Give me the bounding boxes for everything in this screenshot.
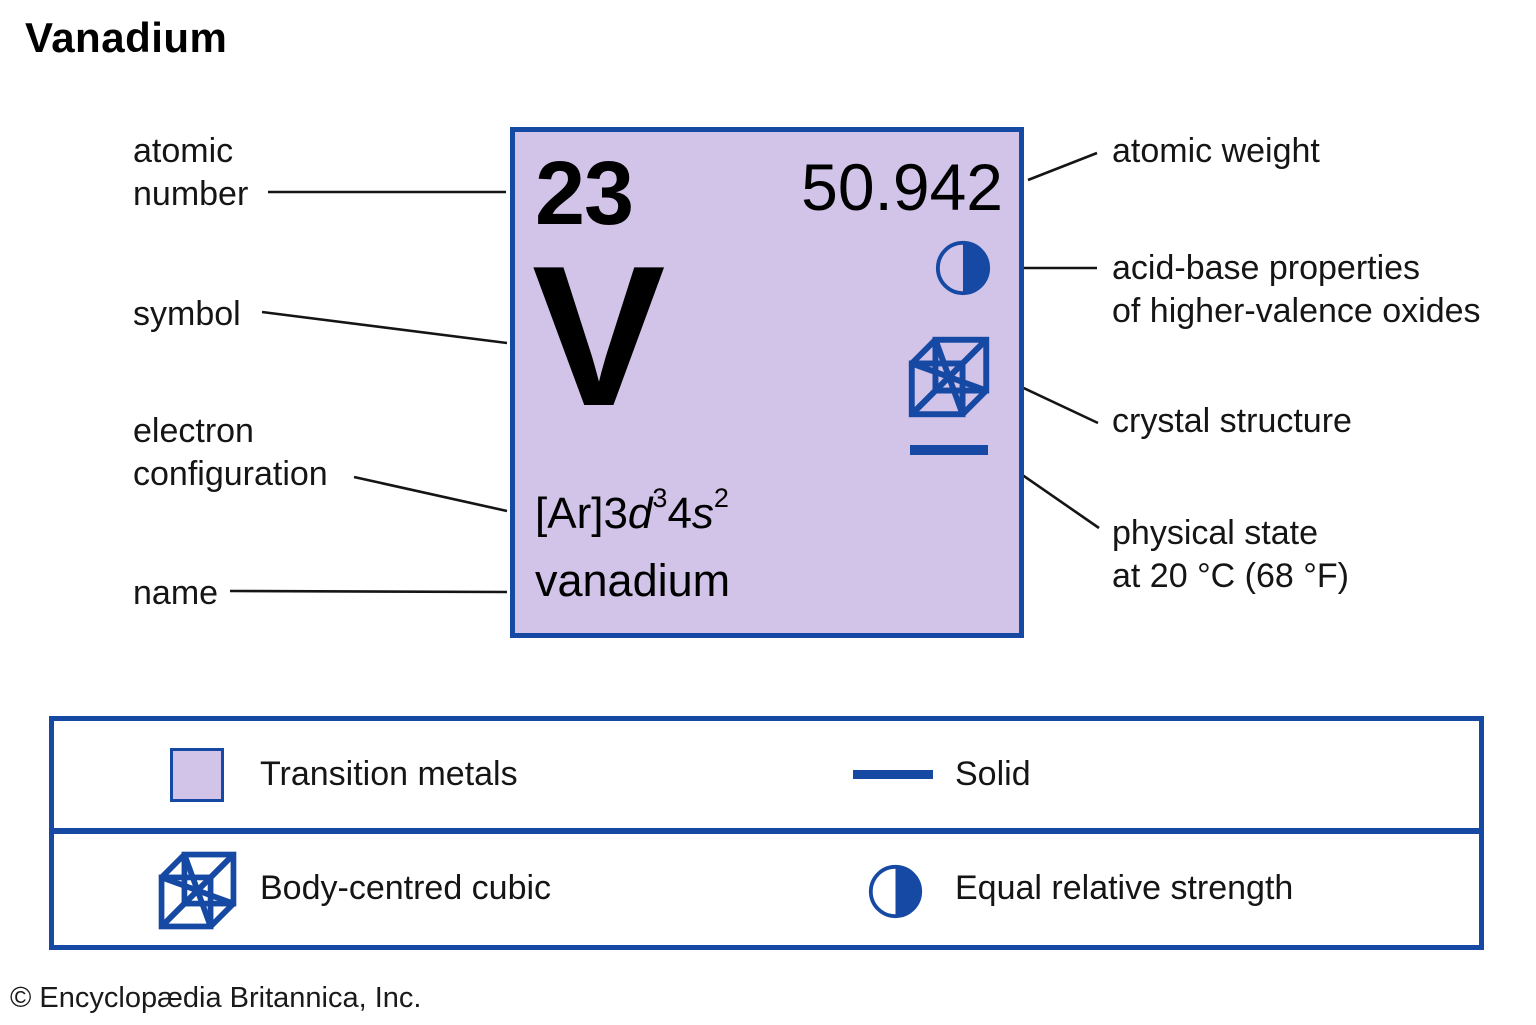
legend-divider [49, 828, 1484, 834]
atomic-weight-value: 50.942 [801, 150, 1003, 224]
callout-atomic-weight: atomic weight [1112, 130, 1320, 173]
callout-label: of higher-valence oxides [1112, 292, 1481, 330]
equal-relative-strength-icon [868, 864, 923, 919]
copyright-notice: © Encyclopædia Britannica, Inc. [10, 982, 422, 1014]
legend-label-body-centred-cubic: Body-centred cubic [260, 869, 552, 907]
callout-name: name [133, 572, 218, 615]
callout-electron-configuration: electron configuration [133, 410, 328, 496]
callout-label: atomic [133, 132, 234, 170]
callout-label: configuration [133, 455, 328, 493]
element-symbol: V [532, 225, 666, 448]
page-title: Vanadium [25, 14, 228, 61]
callout-label: electron [133, 412, 254, 450]
callout-label: number [133, 175, 249, 213]
callout-label: atomic weight [1112, 132, 1320, 170]
callout-physical-state: physical state at 20 °C (68 °F) [1112, 512, 1349, 598]
callout-label: at 20 °C (68 °F) [1112, 557, 1349, 595]
electron-configuration-value: [Ar]3d34s2 [535, 483, 729, 538]
acid-base-half-circle-icon [935, 240, 991, 296]
solid-state-line-icon [910, 445, 988, 455]
atomic-number-value: 23 [535, 144, 634, 244]
callout-acid-base: acid-base properties of higher-valence o… [1112, 247, 1481, 333]
legend-label-solid: Solid [955, 755, 1031, 793]
element-name: vanadium [535, 555, 731, 606]
callout-label: physical state [1112, 514, 1318, 552]
element-tile: 23 50.942 V [Ar]3d34s2 [510, 127, 1024, 638]
callout-label: name [133, 574, 219, 612]
callout-label: acid-base properties [1112, 249, 1421, 287]
callout-label: crystal structure [1112, 402, 1352, 440]
solid-line-icon [853, 770, 933, 779]
crystal-structure-icon [908, 336, 990, 418]
callout-crystal-structure: crystal structure [1112, 400, 1352, 443]
transition-metals-swatch-icon [170, 748, 224, 802]
legend-box: Transition metals Solid Body-centred cub… [49, 716, 1484, 950]
callout-atomic-number: atomic number [133, 130, 248, 216]
callout-label: symbol [133, 295, 241, 333]
callout-symbol: symbol [133, 293, 241, 336]
body-centred-cubic-icon [158, 851, 237, 930]
legend-label-transition-metals: Transition metals [260, 755, 518, 793]
legend-label-equal-relative-strength: Equal relative strength [955, 869, 1294, 907]
